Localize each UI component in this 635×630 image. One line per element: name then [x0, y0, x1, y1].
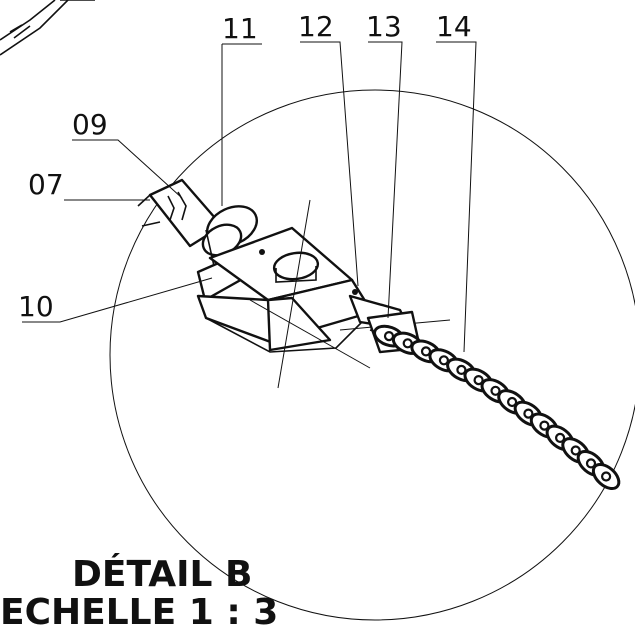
chain-pin — [490, 385, 501, 396]
chain-pin — [600, 471, 612, 482]
chain-pin — [383, 331, 395, 342]
cropped-upper-part — [0, 0, 95, 56]
leader-lines — [22, 41, 477, 353]
chain-pin — [554, 432, 566, 443]
callout-12: 12 — [298, 10, 334, 43]
chain-pin — [539, 420, 550, 431]
chain-pin — [456, 364, 467, 375]
chain-pin — [523, 408, 534, 419]
callout-10: 10 — [18, 290, 54, 323]
callout-11: 11 — [222, 12, 258, 45]
detail-title: DÉTAIL B — [72, 553, 252, 595]
chain-pin — [420, 346, 432, 357]
detail-circle — [109, 89, 635, 621]
chain-links — [373, 324, 621, 491]
chain-pin — [506, 396, 518, 408]
chain-pin — [585, 458, 597, 469]
chain-pin — [438, 355, 449, 366]
callout-13: 13 — [366, 10, 402, 43]
callout-14: 14 — [436, 10, 472, 43]
callout-07: 07 — [28, 168, 64, 201]
chain-pin — [473, 375, 484, 386]
clevis-block — [196, 226, 374, 353]
scale-label: ECHELLE 1 : 3 — [0, 592, 278, 630]
chain-pin — [570, 445, 581, 456]
callout-09: 09 — [72, 108, 108, 141]
